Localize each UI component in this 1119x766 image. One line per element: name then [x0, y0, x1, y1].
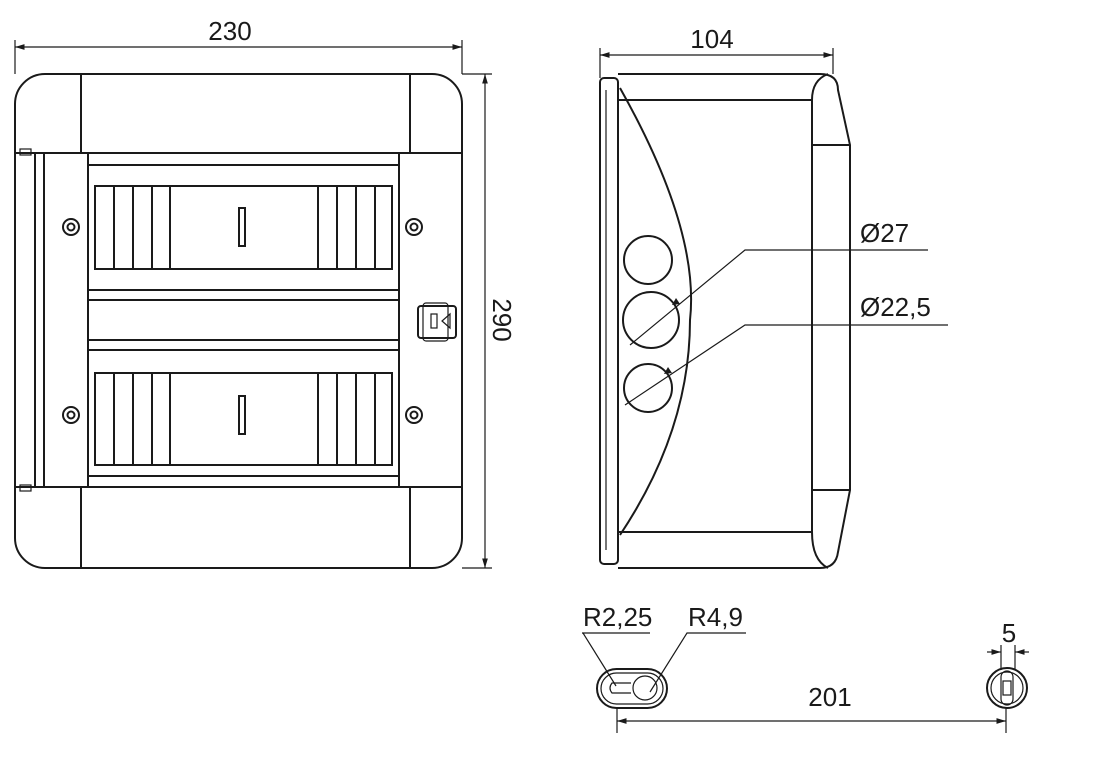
- dimension-width: 230: [14, 16, 463, 74]
- dimension-depth: 104: [599, 24, 834, 78]
- radius-small-label: R2,25: [583, 602, 652, 632]
- keyhole-slot: [596, 668, 668, 709]
- width-label: 230: [208, 16, 251, 46]
- spacing-label: 201: [808, 682, 851, 712]
- height-label: 290: [487, 298, 517, 341]
- depth-label: 104: [690, 24, 733, 54]
- dimension-height: 290: [462, 73, 517, 569]
- knockout-hole-small: [623, 363, 673, 413]
- mounting-hole: [986, 667, 1028, 709]
- breaker-module-top: [94, 185, 393, 270]
- hole-large-label: Ø27: [860, 218, 909, 248]
- leader-hole-small: Ø22,5: [624, 292, 948, 406]
- enclosure-outline: [14, 73, 463, 569]
- screw-icons: [62, 218, 423, 424]
- hole-small-label: Ø22,5: [860, 292, 931, 322]
- slot-width-label: 5: [1002, 618, 1016, 648]
- breaker-module-bottom: [94, 372, 393, 466]
- leader-hole-large: Ø27: [629, 218, 928, 346]
- radius-large-label: R4,9: [688, 602, 743, 632]
- side-view: 104 Ø27 Ø22,5: [599, 24, 948, 569]
- front-view: 230 290: [14, 16, 517, 569]
- knockout-hole: [623, 235, 673, 285]
- mounting-details: R2,25 R4,9 5 201: [582, 602, 1029, 733]
- knockout-hole-large: [622, 291, 680, 349]
- latch-icon: [417, 302, 457, 342]
